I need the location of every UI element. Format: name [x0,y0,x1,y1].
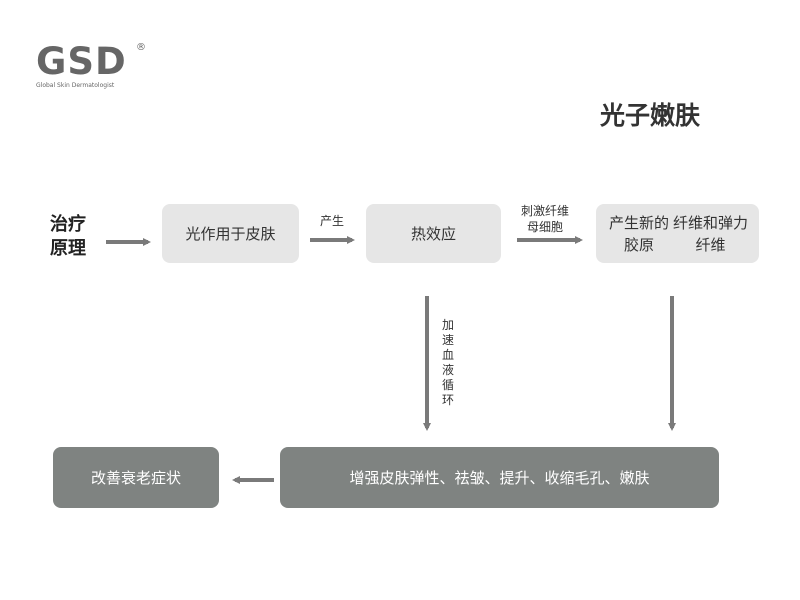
page-title: 光子嫩肤 [600,101,701,130]
treatment-principle-label: 治疗原理 [50,213,100,261]
registered-mark: ® [136,42,146,53]
node-thermal-effect: 热效应 [366,204,501,263]
edge-label-blood-circulation: 加速血液循环 [441,318,454,407]
edge-label-produce: 产生 [319,214,344,228]
gsd-logo: GSD ® Global Skin Dermatologist [36,42,156,102]
logo-tagline: Global Skin Dermatologist [36,82,115,89]
principle-text: 治疗原理 [50,214,86,259]
node-benefits: 增强皮肤弹性、祛皱、提升、收缩毛孔、嫩肤 [280,447,719,508]
edge-label-stimulate: 刺激纤维母细胞 [520,204,569,234]
node-light-on-skin: 光作用于皮肤 [162,204,299,263]
node-improve-aging: 改善衰老症状 [53,447,219,508]
node-new-collagen: 产生新的胶原纤维和弹力纤维 [596,204,759,263]
logo-mark: GSD [36,40,127,83]
